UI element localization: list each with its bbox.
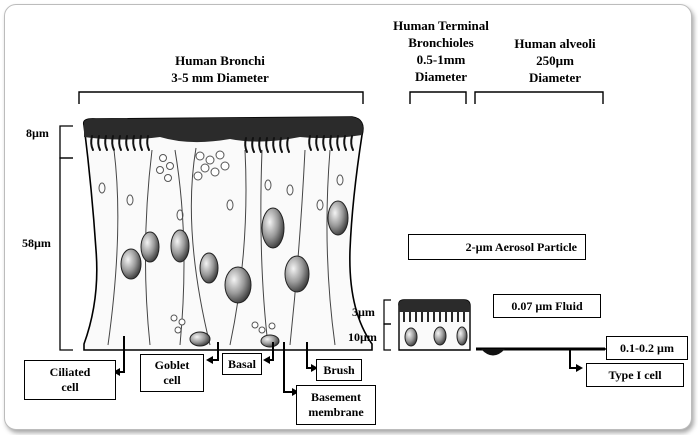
terminal-diameter: 0.5-1mm	[416, 52, 466, 67]
basal-cell-label: Basal	[222, 353, 262, 375]
type1-cell-label: Type I cell	[586, 363, 684, 387]
goblet-granules	[156, 150, 276, 334]
alveoli-header: Human alveoli 250µm Diameter	[500, 35, 610, 86]
terminal-bracket	[409, 91, 467, 104]
aerosol-legend: 2-µm Aerosol Particle	[408, 234, 586, 260]
alveolar-wall	[476, 347, 606, 372]
leader-arrowheads	[113, 356, 318, 396]
terminal-title-line2: Bronchioles	[408, 35, 474, 50]
fluid-label: 0.07 µm Fluid	[493, 294, 601, 318]
terminal-header: Human Terminal Bronchioles 0.5-1mm Diame…	[376, 17, 506, 85]
aerosol-legend-label: 2-µm Aerosol Particle	[465, 239, 577, 254]
ciliated-label-line2: cell	[61, 380, 79, 394]
alveoli-bracket	[474, 91, 604, 104]
mucus-layer	[83, 117, 363, 143]
vesicles	[98, 174, 344, 221]
bronchi-diameter: 3-5 mm Diameter	[171, 70, 269, 85]
alveoli-title: Human alveoli	[514, 36, 596, 51]
basement-label-line2: membrane	[308, 405, 364, 419]
bronchial-epithelium	[82, 116, 373, 351]
terminal-diameter-label: Diameter	[415, 69, 467, 84]
epithelium-outline	[82, 116, 373, 351]
dim-3um: 3µm	[352, 305, 375, 319]
dim-8um: 8µm	[26, 126, 49, 140]
alveoli-diameter-label: Diameter	[529, 70, 581, 85]
bronchi-title: Human Bronchi	[175, 53, 265, 68]
dim-10um: 10µm	[348, 330, 377, 344]
goblet-label-line1: Goblet	[154, 358, 190, 372]
goblet-label-line2: cell	[163, 373, 181, 387]
bronchi-bracket	[78, 91, 364, 104]
bronchi-header: Human Bronchi 3-5 mm Diameter	[150, 52, 290, 86]
basement-label-line1: Basement	[310, 390, 361, 404]
bracket-8um	[59, 125, 73, 159]
alveoli-diameter: 250µm	[536, 53, 574, 68]
ciliated-label-line1: Ciliated	[49, 365, 91, 379]
terminal-title-line1: Human Terminal	[393, 18, 489, 33]
bracket-3um	[383, 299, 391, 325]
dim-58um: 58µm	[22, 236, 51, 250]
cilia	[90, 135, 354, 153]
bracket-58um	[59, 157, 73, 351]
terminal-epithelium	[398, 299, 471, 351]
brush-cell-label: Brush	[316, 359, 362, 381]
thickness-label: 0.1-0.2 µm	[606, 336, 688, 360]
cell-nuclei	[120, 200, 349, 348]
bracket-10um	[383, 323, 391, 351]
